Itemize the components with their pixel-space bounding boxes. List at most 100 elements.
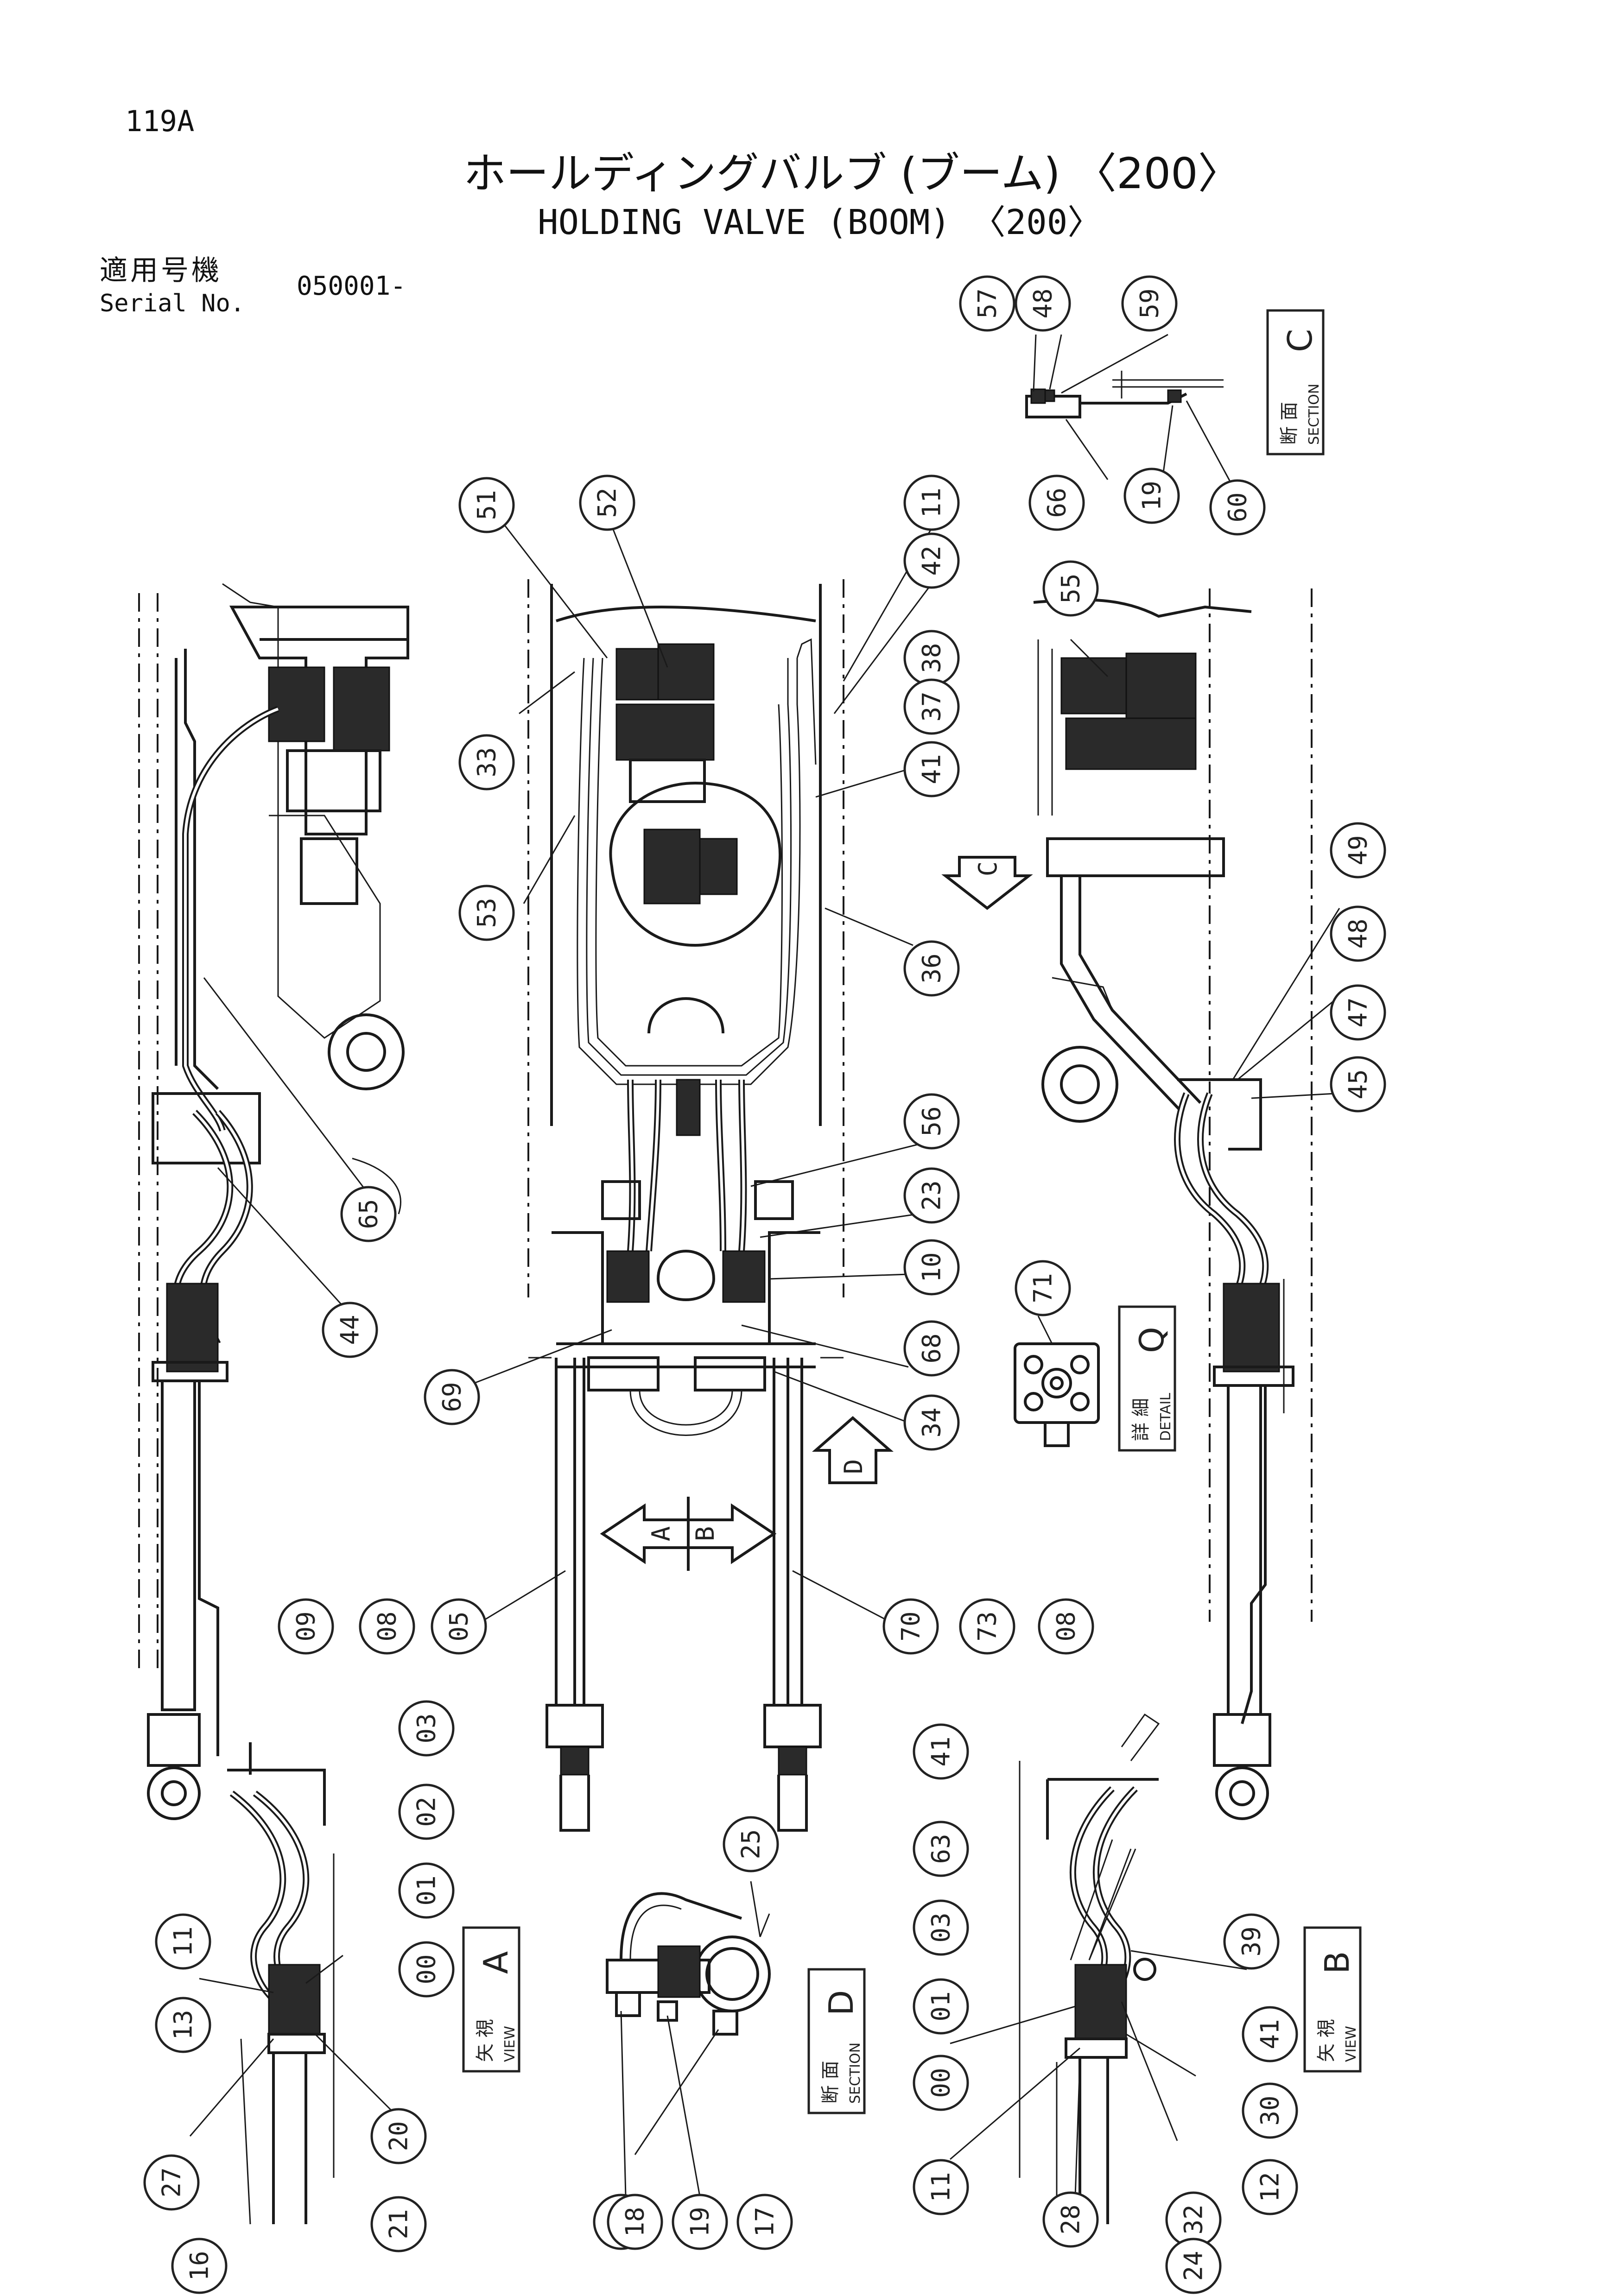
callout-number: 01	[412, 1875, 441, 1905]
callout-number: 19	[685, 2207, 715, 2237]
callout-33: 33	[458, 734, 515, 791]
callout-21: 21	[370, 2196, 427, 2252]
callout-55: 55	[1042, 560, 1099, 617]
callout-number: 16	[185, 2251, 214, 2281]
view-b-box-en: VIEW	[1343, 2026, 1359, 2062]
callout-39: 39	[1223, 1913, 1280, 1970]
view-b-box-jp: 矢 視	[1316, 2019, 1337, 2062]
callout-circle	[913, 2055, 969, 2111]
callout-number: 55	[1056, 573, 1085, 603]
callout-00: 00	[913, 2055, 969, 2111]
callout-number: 08	[1052, 1611, 1081, 1641]
callout-30: 30	[1242, 2082, 1298, 2139]
view-b-box-letter: B	[1318, 1951, 1357, 1974]
callout-41: 41	[1242, 2006, 1298, 2062]
callout-circle	[370, 2196, 427, 2252]
callout-number: 32	[1179, 2204, 1208, 2234]
callout-circle	[278, 1598, 334, 1655]
callout-60: 60	[1209, 479, 1266, 536]
callout-circle	[607, 2194, 663, 2250]
callout-circle	[1028, 474, 1085, 531]
callout-circle	[1242, 2159, 1298, 2215]
view-a-box-letter: A	[476, 1951, 515, 1974]
callout-leaders	[189, 525, 1340, 2197]
callout-number: 30	[1256, 2095, 1285, 2125]
callout-number: 73	[973, 1611, 1002, 1641]
arrow-b-label: B	[691, 1526, 720, 1542]
callout-47: 47	[1330, 984, 1386, 1041]
callout-circle	[424, 1369, 480, 1425]
callout-number: 21	[384, 2209, 413, 2239]
callout-circle	[340, 1186, 397, 1242]
callout-circle	[723, 1816, 779, 1872]
callout-05: 05	[431, 1598, 487, 1655]
callout-73: 73	[959, 1598, 1015, 1655]
view-a-box: 矢 視 VIEW A	[462, 1926, 520, 2073]
callout-10: 10	[903, 1239, 960, 1296]
callout-number: 02	[412, 1796, 441, 1827]
callout-11: 11	[913, 2159, 969, 2215]
callout-circle	[959, 1598, 1015, 1655]
callout-number: 56	[917, 1106, 946, 1136]
callout-23: 23	[903, 1167, 960, 1224]
callout-number: 28	[1056, 2204, 1085, 2234]
callout-circle	[359, 1598, 415, 1655]
callout-24: 24	[1165, 2238, 1222, 2294]
section-d-box: 断 面 SECTION D	[807, 1968, 866, 2114]
callout-25: 25	[723, 1816, 779, 1872]
callout-41: 41	[913, 1723, 969, 1780]
callout-circle	[1209, 479, 1266, 536]
callout-number: 65	[354, 1199, 383, 1229]
callout-56: 56	[903, 1093, 960, 1150]
callout-circle	[155, 1997, 211, 2053]
section-c-box-letter: C	[1281, 329, 1320, 352]
callout-68: 68	[903, 1320, 960, 1377]
callout-number: 18	[621, 2207, 650, 2237]
callout-number: 49	[1344, 835, 1373, 865]
callout-number: 23	[917, 1180, 946, 1210]
callout-number: 08	[373, 1611, 402, 1641]
callout-circle	[1330, 822, 1386, 879]
callout-number: 03	[412, 1713, 441, 1743]
callout-number: 27	[157, 2167, 186, 2197]
callout-number: 42	[917, 545, 946, 576]
callout-number: 41	[1256, 2019, 1285, 2049]
callout-number: 11	[169, 1926, 198, 1956]
callout-circle	[913, 1821, 969, 1877]
callout-42: 42	[903, 532, 960, 589]
callout-circle	[903, 678, 960, 735]
callout-48: 48	[1015, 275, 1071, 332]
callout-number: 20	[384, 2121, 413, 2151]
callout-circle	[1042, 560, 1099, 617]
callout-number: 38	[917, 643, 946, 673]
callout-circle	[1042, 2191, 1099, 2248]
callout-66: 66	[1028, 474, 1085, 531]
callout-03: 03	[913, 1899, 969, 1956]
callout-circle	[903, 1394, 960, 1451]
callout-52: 52	[579, 474, 635, 531]
left-boom-assembly	[138, 583, 409, 1820]
callout-number: 39	[1237, 1926, 1266, 1956]
callout-circle	[903, 940, 960, 997]
callout-circle	[903, 1320, 960, 1377]
page-number: 119A	[125, 104, 195, 138]
callout-circle	[913, 1899, 969, 1956]
callout-circle	[1121, 275, 1178, 332]
callout-number: 52	[593, 487, 622, 518]
serial-label-english: Serial No.	[100, 290, 245, 317]
callout-59: 59	[1121, 275, 1178, 332]
section-c-box-en: SECTION	[1306, 384, 1322, 445]
callout-49: 49	[1330, 822, 1386, 879]
callout-number: 11	[926, 2172, 956, 2202]
callout-70: 70	[882, 1598, 939, 1655]
callout-32: 32	[1165, 2191, 1222, 2248]
callout-circle	[959, 275, 1015, 332]
callout-02: 02	[398, 1784, 455, 1840]
callout-circle	[1242, 2082, 1298, 2139]
callout-circle	[1330, 1056, 1386, 1113]
callout-01: 01	[913, 1978, 969, 2035]
callout-number: 33	[472, 747, 501, 777]
callout-number: 69	[438, 1382, 467, 1412]
arrow-a-b: A B	[600, 1497, 777, 1571]
